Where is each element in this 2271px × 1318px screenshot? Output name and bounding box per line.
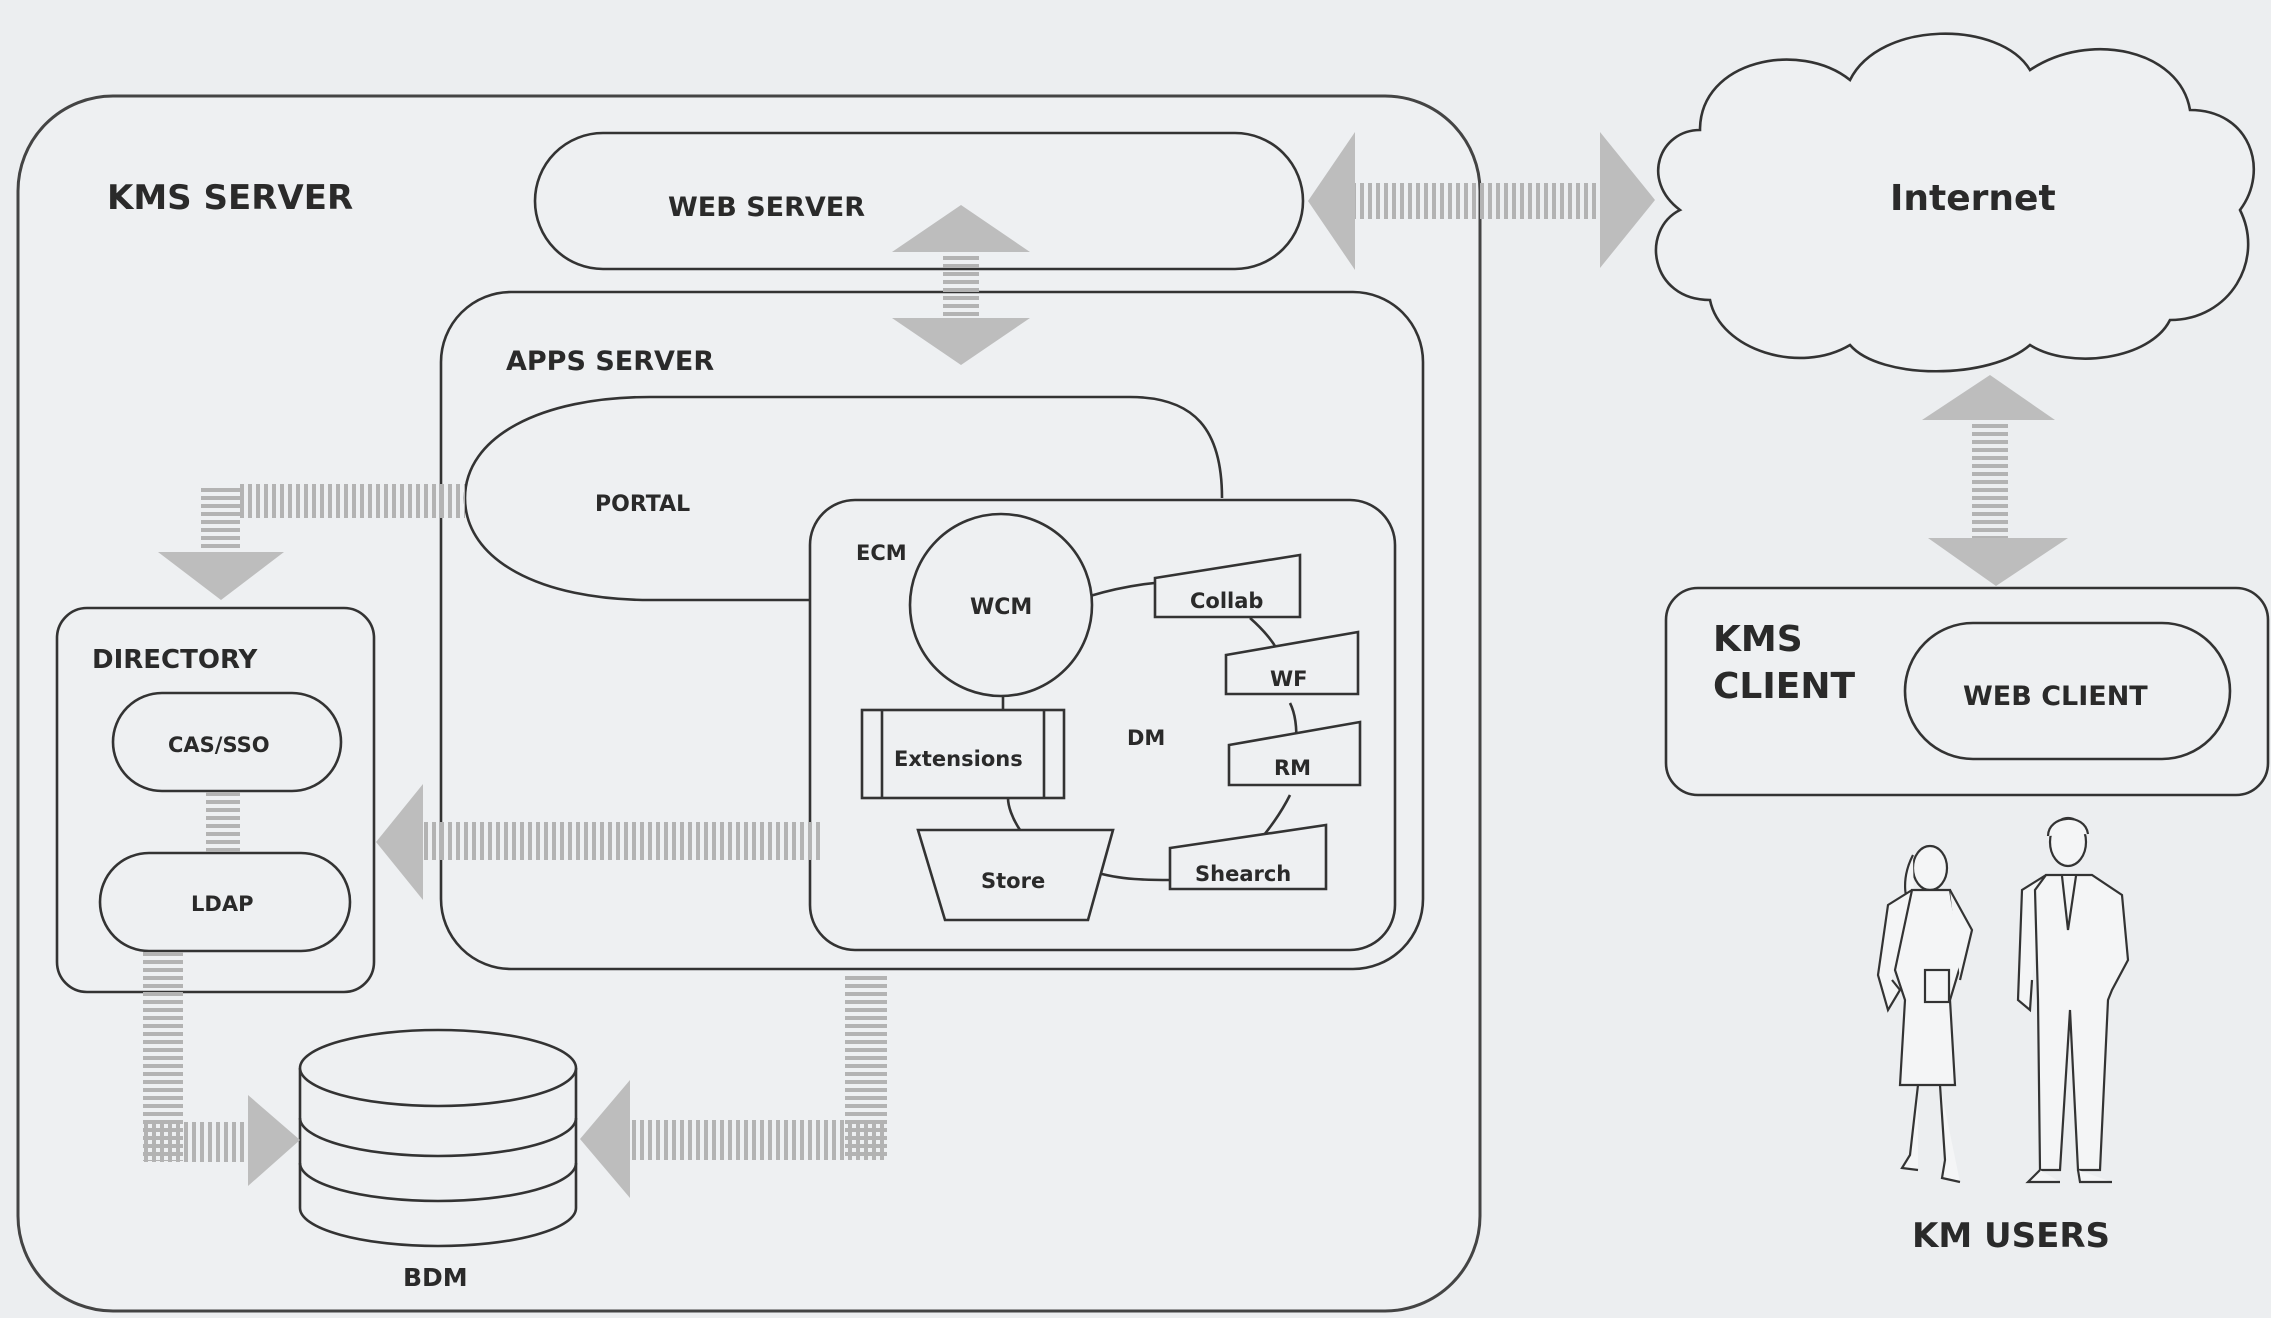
km-users-label: KM USERS (1912, 1216, 2110, 1256)
web-client-node[interactable]: WEB CLIENT (1903, 621, 2232, 761)
internet-web-server-arrow (1308, 132, 1655, 270)
wf-label: WF (1270, 667, 1308, 691)
store-node: Store (916, 828, 1115, 922)
web-client-label: WEB CLIENT (1963, 681, 2148, 712)
extensions-label: Extensions (894, 747, 1023, 771)
collab-node: Collab (1153, 553, 1302, 619)
kms-client-title-line1: KMS (1713, 619, 1803, 660)
ldap-cas-connector (206, 791, 240, 853)
internet-client-arrow (1922, 375, 2068, 586)
cas-sso-node: CAS/SSO (111, 691, 343, 793)
rm-label: RM (1274, 756, 1311, 780)
kms-client-title-line2: CLIENT (1713, 666, 1855, 707)
portal: PORTAL (463, 395, 1224, 602)
ldap-node: LDAP (98, 851, 352, 953)
search-label: Shearch (1195, 862, 1291, 886)
user-woman-icon (1876, 844, 1974, 1184)
web-apps-server-arrow (892, 205, 1030, 365)
internet-cloud: Internet (1654, 32, 2256, 373)
database-label: BDM (403, 1263, 468, 1292)
ldap-database-arrow (143, 951, 300, 1186)
apps-server-title: APPS SERVER (506, 346, 714, 377)
extensions-node: Extensions (860, 708, 1066, 800)
ldap-label: LDAP (191, 892, 253, 916)
internet-label: Internet (1890, 178, 2056, 219)
portal-label: PORTAL (595, 492, 690, 517)
dm-label: DM (1127, 726, 1165, 750)
cas-sso-label: CAS/SSO (168, 733, 270, 757)
wcm-node: WCM (908, 512, 1094, 698)
wcm-label: WCM (970, 595, 1032, 620)
store-label: Store (981, 869, 1045, 893)
collab-label: Collab (1190, 589, 1263, 613)
search-node: Shearch (1168, 823, 1328, 891)
directory-title: DIRECTORY (92, 645, 259, 675)
ecm-title: ECM (856, 541, 907, 565)
ecm-database-arrow (580, 975, 887, 1198)
web-server: WEB SERVER (533, 131, 1305, 271)
rm-node: RM (1227, 720, 1362, 787)
user-man-icon (2016, 816, 2130, 1184)
wf-node: WF (1224, 630, 1360, 696)
ecm-directory-arrow (376, 784, 820, 900)
database-icon: BDM (298, 1028, 578, 1292)
kms-server-title: KMS SERVER (107, 178, 353, 218)
web-server-label: WEB SERVER (668, 192, 865, 223)
portal-directory-arrow (158, 484, 465, 600)
